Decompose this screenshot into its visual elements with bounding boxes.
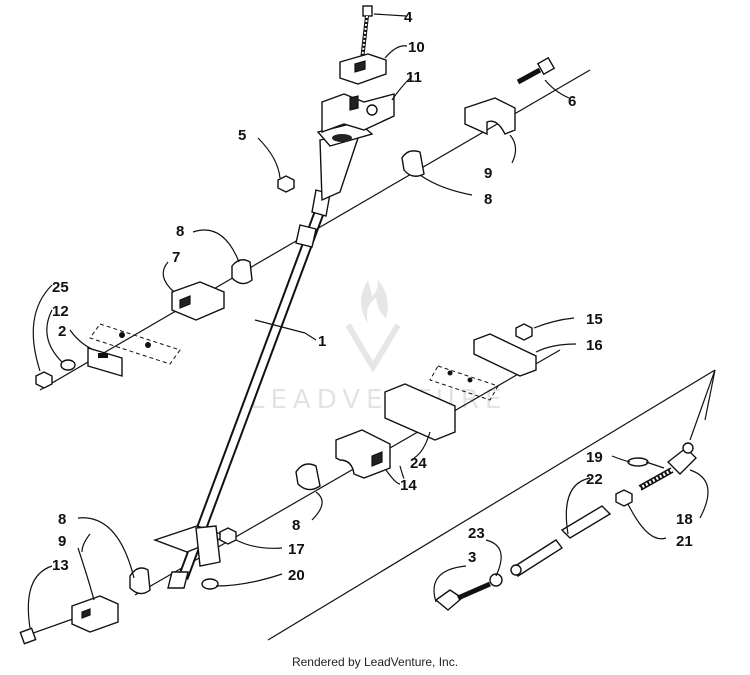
callout-8-left: 8 <box>176 223 184 240</box>
steering-post <box>152 121 374 589</box>
leader-lines <box>81 319 405 553</box>
nut-23 <box>485 539 502 577</box>
bushing-8-bottom <box>77 517 151 595</box>
callout-19: 19 <box>586 449 603 466</box>
tie-rod-end-18 <box>638 442 709 519</box>
block-7 <box>162 261 225 321</box>
callout-1: 1 <box>318 333 326 350</box>
callout-4: 4 <box>404 9 413 26</box>
bushing-8-lower <box>295 463 323 521</box>
callout-11: 11 <box>406 69 422 86</box>
nut-17 <box>219 527 283 549</box>
callout-23: 23 <box>468 525 485 542</box>
callout-24: 24 <box>410 455 427 472</box>
nut-5 <box>257 137 295 193</box>
callout-9-upper: 9 <box>484 165 492 182</box>
axis-lines <box>24 69 716 641</box>
bushing-8-left <box>192 229 253 285</box>
callout-labels: 1 2 3 4 5 6 7 8 8 8 8 9 9 10 11 12 13 14… <box>52 9 693 584</box>
plate-16 <box>473 333 577 377</box>
footer-credit: Rendered by LeadVenture, Inc. <box>291 655 459 669</box>
callout-10: 10 <box>408 39 425 56</box>
cap-9-bottom <box>71 547 119 633</box>
cap-9-upper <box>464 97 517 164</box>
callout-17: 17 <box>288 541 305 558</box>
callout-9-bottom: 9 <box>58 533 66 550</box>
callout-20: 20 <box>288 567 305 584</box>
callout-13: 13 <box>52 557 69 574</box>
bolt-6 <box>516 56 570 99</box>
callout-21: 21 <box>676 533 693 550</box>
bolt-4 <box>360 5 407 61</box>
washer-20 <box>201 573 283 590</box>
callout-5: 5 <box>238 127 246 144</box>
callout-8-upper: 8 <box>484 191 492 208</box>
tie-rod-end-3 <box>433 565 492 611</box>
callout-25: 25 <box>52 279 69 296</box>
watermark-text: LEADVENTURE <box>250 385 507 415</box>
bolt-13 <box>19 565 53 645</box>
callout-22: 22 <box>586 471 603 488</box>
callout-14: 14 <box>400 477 417 494</box>
bushing-8-upper <box>401 150 473 196</box>
callout-6: 6 <box>568 93 576 110</box>
rod-center <box>489 539 564 587</box>
clamp-14 <box>335 429 401 485</box>
nut-15 <box>515 317 575 341</box>
callout-12: 12 <box>52 303 69 320</box>
callout-18: 18 <box>676 511 693 528</box>
callout-2: 2 <box>58 323 66 340</box>
callout-7: 7 <box>172 249 180 266</box>
cotter-19 <box>611 455 665 469</box>
callout-3: 3 <box>468 549 476 566</box>
callout-8-bottom: 8 <box>58 511 66 528</box>
clamp-10 <box>339 45 408 85</box>
callout-16: 16 <box>586 337 603 354</box>
callout-8-lower: 8 <box>292 517 300 534</box>
nut-21 <box>615 489 667 540</box>
plate-24 <box>384 365 499 459</box>
callout-15: 15 <box>586 311 603 328</box>
sleeve-22 <box>560 477 612 539</box>
watermark: LEADVENTURE <box>250 280 507 415</box>
plate-stack-left <box>32 284 181 389</box>
bracket-11 <box>321 75 413 133</box>
